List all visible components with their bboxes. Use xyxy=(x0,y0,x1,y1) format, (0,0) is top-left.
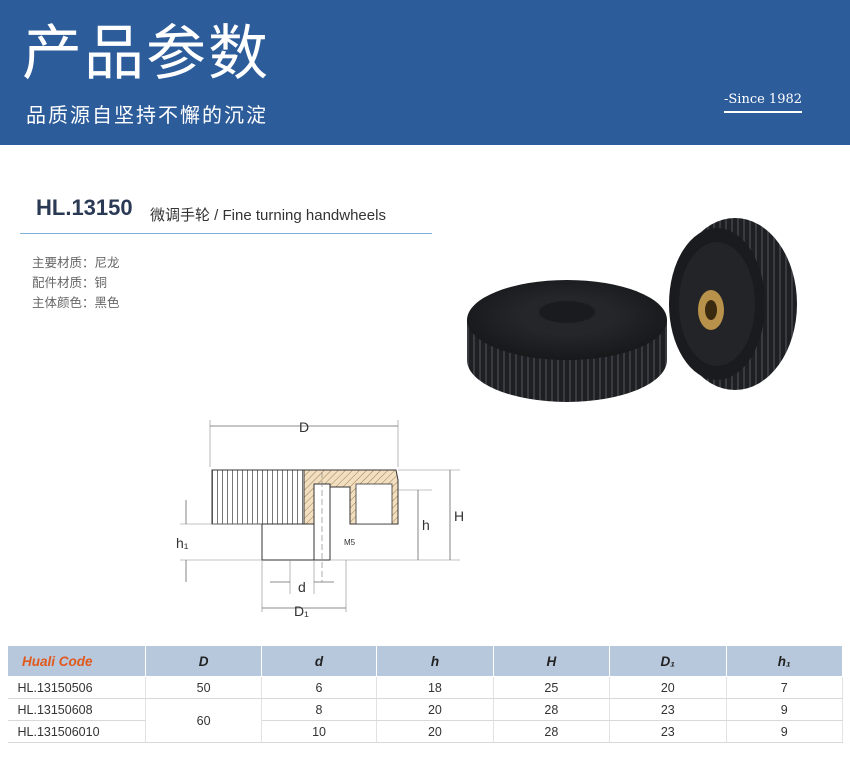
since-label: -Since 1982 xyxy=(724,92,803,113)
header-divider xyxy=(20,233,432,234)
table-header-row: Huali Code D d h H D₁ h₁ xyxy=(6,645,844,677)
cell-d: 8 xyxy=(261,698,378,721)
spec-body-color: 主体颜色：黑色 xyxy=(32,295,120,310)
parameter-table: Huali Code D d h H D₁ h₁ HL.13150506 50 … xyxy=(6,645,844,743)
label-D1: D₁ xyxy=(294,603,309,619)
col-H: H xyxy=(492,645,611,677)
cell-h1: 9 xyxy=(726,698,844,721)
product-code: HL.13150 xyxy=(36,195,133,220)
cell-h: 18 xyxy=(376,676,494,699)
cell-h1: 7 xyxy=(726,676,844,699)
product-name: 微调手轮 / Fine turning handwheels xyxy=(150,207,386,224)
label-h1: h₁ xyxy=(176,535,189,551)
col-d: d xyxy=(260,645,378,677)
label-M5: M5 xyxy=(344,538,356,547)
cell-code: HL.13150608 xyxy=(7,698,147,721)
label-D: D xyxy=(299,419,309,435)
spec-main-material: 主要材质：尼龙 xyxy=(32,255,120,270)
cell-D: 60 xyxy=(145,698,262,743)
product-photo xyxy=(467,218,797,402)
spec-fitting-material: 配件材质：铜 xyxy=(32,275,108,290)
col-D1: D₁ xyxy=(609,645,727,677)
cell-D1: 23 xyxy=(609,720,727,743)
label-H: H xyxy=(454,508,464,524)
col-huali-code: Huali Code xyxy=(6,645,147,677)
cell-H: 28 xyxy=(493,698,611,721)
col-h1: h₁ xyxy=(725,645,844,677)
table-row: HL.131506010 10 20 28 23 9 xyxy=(7,720,844,743)
cell-code: HL.131506010 xyxy=(7,720,147,743)
col-D: D xyxy=(145,645,262,677)
cell-h1: 9 xyxy=(726,720,844,743)
cell-d: 10 xyxy=(261,720,378,743)
col-h: h xyxy=(376,645,494,677)
cell-code: HL.13150506 xyxy=(7,676,147,699)
cell-D: 50 xyxy=(145,676,262,699)
table-row: HL.13150608 60 8 20 28 23 9 xyxy=(7,698,844,743)
cell-d: 6 xyxy=(261,676,378,699)
cell-H: 28 xyxy=(493,720,611,743)
label-h: h xyxy=(422,517,430,533)
header-banner: 产品参数 品质源自坚持不懈的沉淀 -Since 1982 xyxy=(0,0,850,145)
cell-h: 20 xyxy=(376,698,494,721)
cell-D1: 20 xyxy=(609,676,727,699)
banner-subtitle: 品质源自坚持不懈的沉淀 xyxy=(26,103,268,127)
cell-h: 20 xyxy=(376,720,494,743)
label-d: d xyxy=(298,579,306,595)
technical-drawing: D h H h₁ d D₁ M5 xyxy=(176,419,464,619)
cell-H: 25 xyxy=(493,676,611,699)
table-row: HL.13150506 50 6 18 25 20 7 xyxy=(7,676,844,699)
banner-title: 产品参数 xyxy=(22,19,270,89)
cell-D1: 23 xyxy=(609,698,727,721)
